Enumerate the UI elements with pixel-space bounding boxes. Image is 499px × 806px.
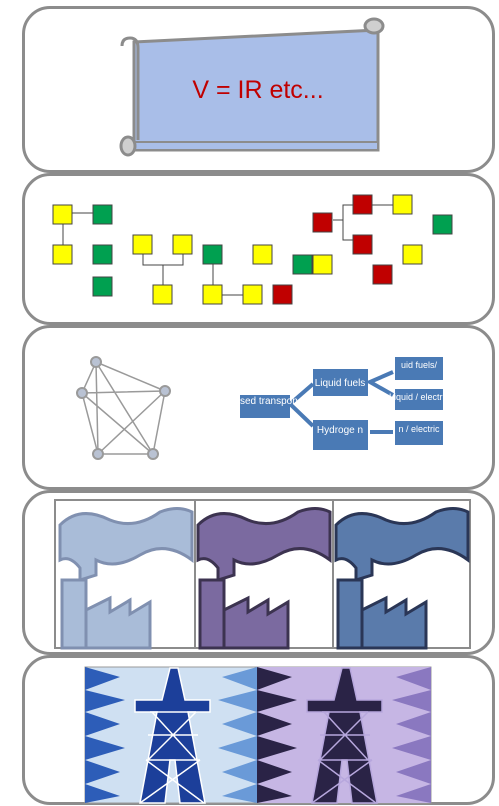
- tree-node-leaf1: uid fuels/: [395, 357, 443, 380]
- factory-light: [58, 507, 194, 650]
- tree-leaf3-label: n / electric: [398, 424, 440, 434]
- flowchart-icon: [52, 194, 453, 305]
- tree-root-label: nised transpon: [232, 396, 298, 407]
- tree-node-liquid: Liquid fuels: [313, 369, 368, 396]
- tree-leaf2-label: Liquid / electric: [389, 392, 450, 402]
- factory-icon: [54, 499, 471, 650]
- tree-leaf1-label: uid fuels/: [401, 360, 438, 370]
- tree-liquid-label: Liquid fuels: [315, 378, 366, 389]
- factory-purple: [196, 507, 332, 650]
- tree-node-root: nised transpon: [232, 395, 298, 418]
- tree-diagram: nised transpon Liquid fuels Hydroge n ui…: [232, 357, 450, 450]
- network-icon: [76, 356, 171, 460]
- tree-node-hydrogen: Hydroge n: [313, 420, 368, 450]
- power-tower-icon: [84, 666, 432, 804]
- formula-text: V = IR etc...: [192, 76, 323, 104]
- tree-node-leaf3: n / electric: [395, 421, 443, 445]
- tree-hydrogen-label: Hydroge n: [317, 425, 363, 436]
- factory-blue: [334, 507, 470, 650]
- scroll-icon: V = IR etc...: [119, 17, 385, 157]
- tree-node-leaf2: Liquid / electric: [389, 389, 450, 410]
